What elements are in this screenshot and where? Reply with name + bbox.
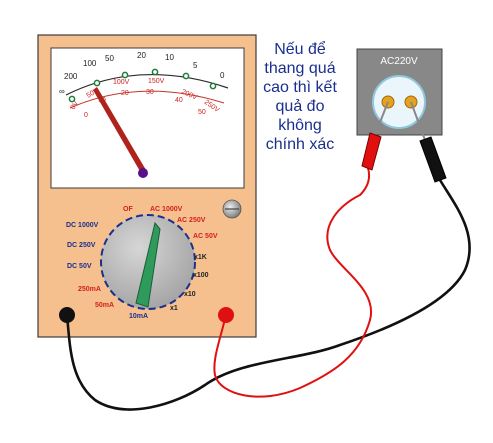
scale-top-label-5: 10 <box>165 53 174 62</box>
selector-label-250ma: 250mA <box>78 286 101 293</box>
caption-line-2: thang quá <box>264 60 336 77</box>
selector-label-50ma: 50mA <box>95 302 114 309</box>
black-probe-handle[interactable] <box>419 136 447 183</box>
scale-top-label-7: 0 <box>220 71 225 80</box>
outlet-socket <box>372 75 426 129</box>
scale-top-label-3: 50 <box>105 54 114 63</box>
scale-top-label-6: 5 <box>193 61 198 70</box>
selector-label-x100: x100 <box>193 272 209 279</box>
warning-caption: Nếu để thang quá cao thì kết quả đo khôn… <box>244 40 356 154</box>
needle-pivot <box>138 168 148 178</box>
scale-ac-sub-3: 30 <box>146 89 154 96</box>
black-probe-wire <box>65 179 471 411</box>
selector-label-ac50: AC 50V <box>193 233 218 240</box>
meter-needle <box>93 87 146 173</box>
red-probe-wire <box>213 167 373 398</box>
caption-line-1: Nếu để <box>274 41 326 58</box>
scale-top-label-4: 20 <box>137 51 146 60</box>
selector-label-dc50: DC 50V <box>67 263 92 270</box>
meter-display-window <box>50 47 245 189</box>
red-probe-handle[interactable] <box>361 132 382 171</box>
scale-top-label-2: 100 <box>83 59 97 68</box>
caption-line-4: quả đo <box>275 98 325 115</box>
scale-ac-sub-0: 0 <box>84 112 88 119</box>
scale-arc-ac <box>69 90 225 109</box>
selector-label-ac1000: AC 1000V <box>150 206 183 213</box>
selector-label-of: OF <box>123 206 133 213</box>
selector-label-x1k: x1K <box>194 254 207 261</box>
scale-ac-sub-2: 20 <box>121 90 129 97</box>
outlet-label: AC220V <box>380 56 418 67</box>
selector-label-ac250: AC 250V <box>177 217 206 224</box>
selector-pointer-knob[interactable] <box>135 221 161 308</box>
caption-line-6: chính xác <box>265 136 335 153</box>
scale-ac-label-2: 100V <box>113 79 130 86</box>
scale-top-label-1: 200 <box>64 72 78 81</box>
scale-top-label-0: ∞ <box>59 87 65 96</box>
scale-ac-label-0: 0V <box>70 100 81 111</box>
selector-label-dc1000: DC 1000V <box>66 222 99 229</box>
black-probe-tip <box>410 101 426 141</box>
scale-markers <box>68 68 217 103</box>
scale-ac-label-3: 150V <box>148 78 165 85</box>
selector-label-x1: x1 <box>170 305 178 312</box>
scale-ac-sub-5: 50 <box>198 109 206 116</box>
caption-line-5: không <box>278 117 322 134</box>
scale-arc-top <box>65 73 229 96</box>
scale-ac-sub-4: 40 <box>175 97 183 104</box>
caption-line-3: cao thì kết <box>263 79 337 96</box>
red-probe-tip <box>374 101 389 136</box>
selector-label-10ma: 10mA <box>129 313 148 320</box>
selector-label-dc250: DC 250V <box>67 242 96 249</box>
selector-label-x10: x10 <box>184 291 196 298</box>
